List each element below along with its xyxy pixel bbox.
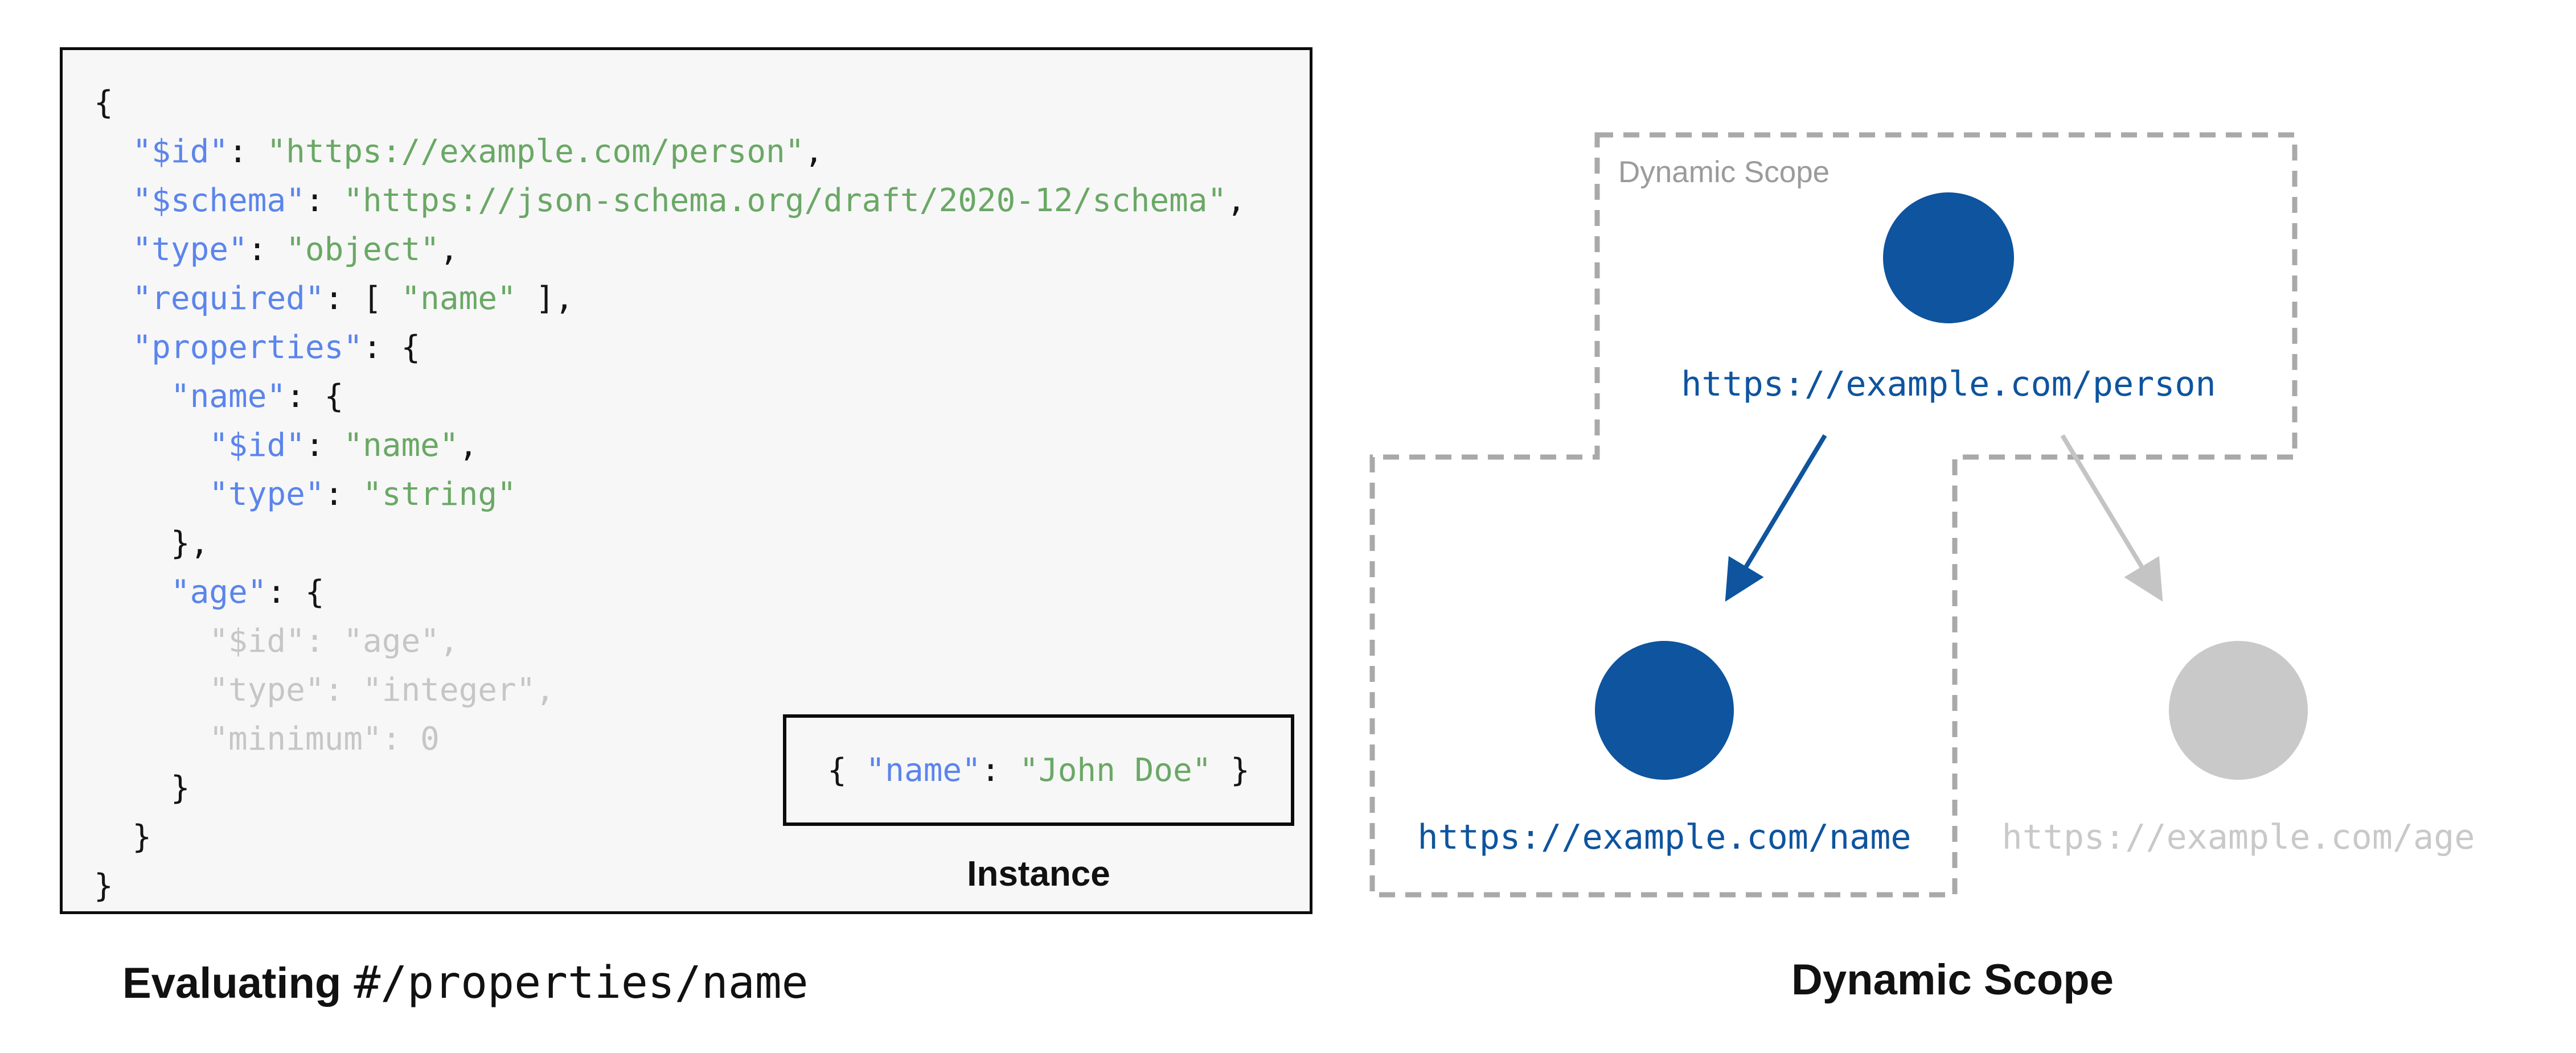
code-token: "John Doe" <box>1019 751 1212 789</box>
code-token: "$id" <box>132 133 229 170</box>
person-node-circle <box>1883 192 2014 323</box>
code-token: "string" <box>363 476 516 513</box>
left-caption-bold: Evaluating <box>122 959 342 1007</box>
code-token: "properties" <box>132 329 363 366</box>
code-token: }, <box>94 525 210 562</box>
code-line: "type": "integer", <box>94 666 1246 715</box>
name-node-circle <box>1595 641 1734 780</box>
code-token: : <box>324 476 363 513</box>
code-token: "name" <box>343 427 459 464</box>
code-token: , <box>458 427 478 464</box>
code-token: : { <box>286 378 344 415</box>
code-line: "age": { <box>94 568 1246 617</box>
code-token: "https://json-schema.org/draft/2020-12/s… <box>343 182 1227 219</box>
code-token: } <box>94 818 152 855</box>
code-line: } <box>94 813 1246 862</box>
code-line: "required": [ "name" ], <box>94 274 1246 323</box>
code-token: "name" <box>170 378 286 415</box>
dynamic-scope-boundary <box>1369 132 2298 898</box>
code-token: : <box>981 751 1020 789</box>
code-line: } <box>94 764 1246 813</box>
instance-box: { "name": "John Doe" } <box>783 714 1294 826</box>
code-token: "name" <box>401 280 516 317</box>
code-token: "$id": "age", <box>94 623 459 660</box>
code-line: "$id": "name", <box>94 421 1246 470</box>
code-token: : <box>247 231 286 268</box>
code-token: : [ <box>324 280 401 317</box>
code-token: : <box>305 182 344 219</box>
code-token: , <box>804 133 824 170</box>
code-token: , <box>1227 182 1246 219</box>
code-token: "https://example.com/person" <box>266 133 805 170</box>
instance-code: { "name": "John Doe" } <box>827 752 1250 789</box>
code-token: : { <box>363 329 421 366</box>
code-line: "$schema": "https://json-schema.org/draf… <box>94 176 1246 225</box>
code-line: "$id": "https://example.com/person", <box>94 127 1246 176</box>
code-token: "type" <box>209 476 325 513</box>
code-token: ], <box>516 280 574 317</box>
person-node-url: https://example.com/person <box>1681 364 2216 404</box>
code-token: , <box>439 231 459 268</box>
schema-code: { "$id": "https://example.com/person", "… <box>94 79 1246 911</box>
name-node-url: https://example.com/name <box>1417 817 1912 857</box>
code-line: "name": { <box>94 372 1246 421</box>
code-token: { <box>827 751 866 789</box>
code-token: } <box>94 867 113 904</box>
code-line: "minimum": 0 <box>94 715 1246 764</box>
left-caption: Evaluating #/properties/name <box>122 957 809 1009</box>
code-token: "name" <box>865 751 981 789</box>
code-line: "properties": { <box>94 323 1246 372</box>
code-token: "required" <box>132 280 325 317</box>
age-node-circle <box>2169 641 2308 780</box>
code-line: "$id": "age", <box>94 617 1246 666</box>
code-token: "$schema" <box>132 182 305 219</box>
code-line: "type": "object", <box>94 225 1246 274</box>
code-token: } <box>1211 751 1250 789</box>
code-token: "type" <box>132 231 248 268</box>
code-token: "age" <box>170 574 267 611</box>
dynamic-scope-inner-label: Dynamic Scope <box>1618 155 1830 189</box>
code-line: }, <box>94 519 1246 568</box>
arrow-person-to-name <box>1725 434 1827 602</box>
code-token: : <box>305 427 344 464</box>
right-caption: Dynamic Scope <box>1791 956 2114 1004</box>
code-token: "$id" <box>209 427 305 464</box>
age-node-url: https://example.com/age <box>2001 817 2475 857</box>
code-token: : { <box>266 574 325 611</box>
code-token: : <box>228 133 267 170</box>
code-token: { <box>94 84 113 121</box>
code-token: "minimum": 0 <box>94 721 440 758</box>
code-line: { <box>94 79 1246 127</box>
code-token: } <box>94 770 190 807</box>
arrow-person-to-age <box>2060 434 2163 602</box>
code-line: "type": "string" <box>94 470 1246 519</box>
code-token: "object" <box>286 231 440 268</box>
left-caption-json-pointer: #/properties/name <box>354 957 809 1009</box>
instance-label: Instance <box>967 854 1110 894</box>
code-line: } <box>94 862 1246 911</box>
schema-code-panel: { "$id": "https://example.com/person", "… <box>60 47 1312 914</box>
code-token: "type": "integer", <box>94 672 555 709</box>
